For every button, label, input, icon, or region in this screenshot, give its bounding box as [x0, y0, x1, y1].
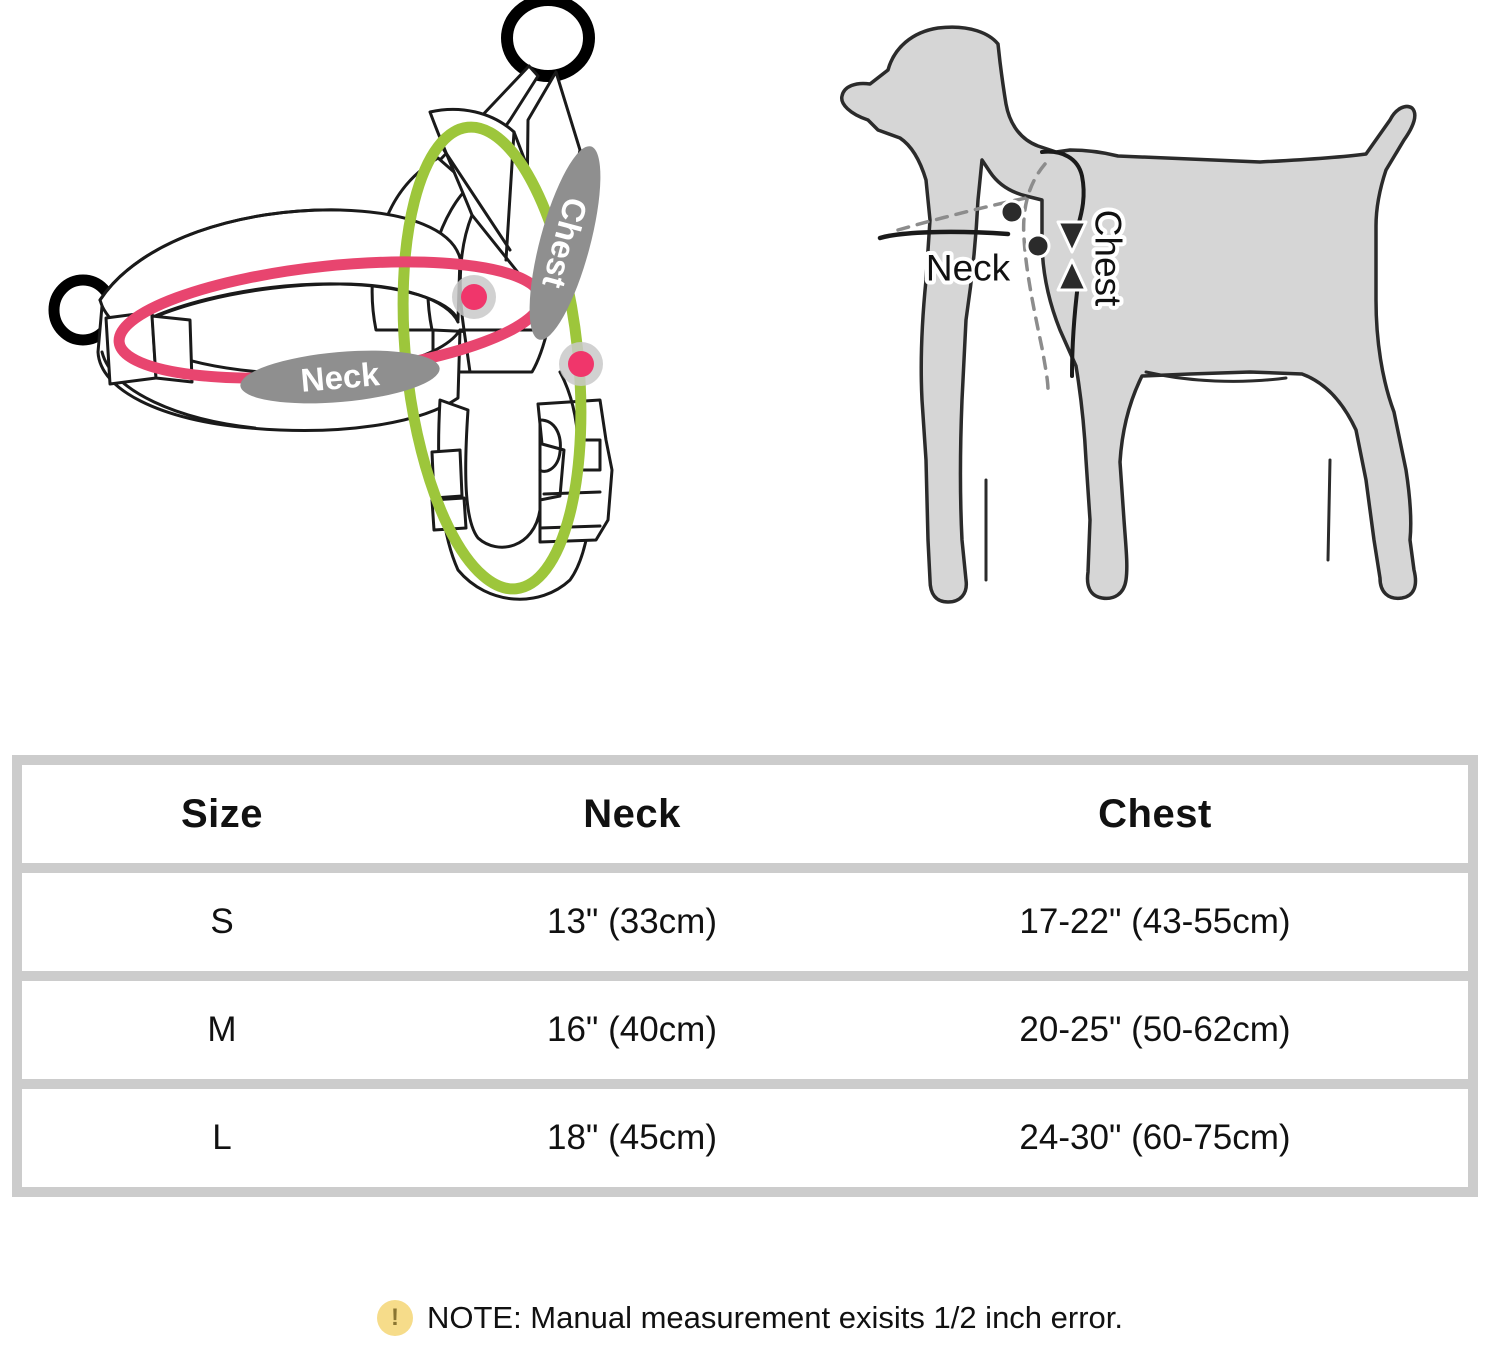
harness-neck-label: Neck [240, 350, 440, 404]
cell-size: S [210, 902, 234, 941]
cell-chest: 17-22" (43-55cm) [1019, 902, 1291, 941]
cell-neck: 13" (33cm) [547, 902, 717, 941]
chest-label-pill [529, 146, 601, 340]
header-cell-neck: Neck [583, 791, 681, 836]
header-cell-chest: Chest [1098, 791, 1212, 836]
table-row: L 18" (45cm) 24-30" (60-75cm) [22, 1089, 1468, 1187]
dog-body-silhouette [840, 25, 1418, 604]
cell-neck: 18" (45cm) [547, 1118, 717, 1157]
note-row: ! NOTE: Manual measurement exisits 1/2 i… [0, 1300, 1500, 1336]
harness-diagram: Neck Chest [40, 0, 740, 660]
neck-measure-dot-upper [999, 199, 1025, 225]
cell-size: L [212, 1118, 232, 1157]
table-header-row: Size Neck Chest [22, 765, 1468, 863]
neck-label-pill [240, 350, 440, 404]
harness-outline [48, 0, 614, 601]
chest-girth-dashed [1021, 162, 1050, 392]
dog-diagram: Neck Neck Chest Chest [790, 0, 1460, 640]
dog-chest-label-text: Chest [1088, 210, 1129, 307]
measure-point-lower [559, 342, 603, 386]
note-text: NOTE: Manual measurement exisits 1/2 inc… [426, 1300, 1124, 1335]
table-row: S 13" (33cm) 17-22" (43-55cm) [22, 873, 1468, 971]
chest-measure-band [1040, 149, 1086, 228]
chest-arrow-down [1056, 220, 1088, 254]
cell-chest: 24-30" (60-75cm) [1019, 1118, 1291, 1157]
dog-neck-label: Neck Neck [922, 244, 1015, 293]
harness-neck-label-text: Neck [299, 355, 381, 399]
svg-text:Chest: Chest [1088, 210, 1129, 307]
table-row: M 16" (40cm) 20-25" (50-62cm) [22, 981, 1468, 1079]
dog-leg-line-rear [1326, 458, 1332, 562]
cell-neck: 16" (40cm) [547, 1010, 717, 1049]
exclamation-icon: ! [376, 1300, 413, 1336]
size-chart-table: Size Neck Chest S 13" (33cm) 17-22" (43-… [12, 755, 1478, 1197]
chest-measure-band-lower [1070, 282, 1080, 378]
chest-arrow-up [1056, 258, 1088, 292]
neck-measure-dot-lower [1025, 233, 1051, 259]
dog-belly-line [1144, 370, 1288, 383]
dog-neck-label-text: Neck [926, 248, 1011, 289]
cell-chest: 20-25" (50-62cm) [1019, 1010, 1291, 1049]
header-cell-size: Size [180, 791, 264, 836]
cell-size: M [207, 1010, 237, 1049]
dog-chest-label: Chest Chest [1084, 206, 1133, 311]
svg-text:Neck: Neck [926, 248, 1011, 289]
neck-measure-line [877, 229, 1011, 241]
illustrations-area: Neck Chest [40, 0, 1460, 660]
measure-point-upper [452, 275, 496, 319]
top-d-ring [501, 0, 595, 82]
